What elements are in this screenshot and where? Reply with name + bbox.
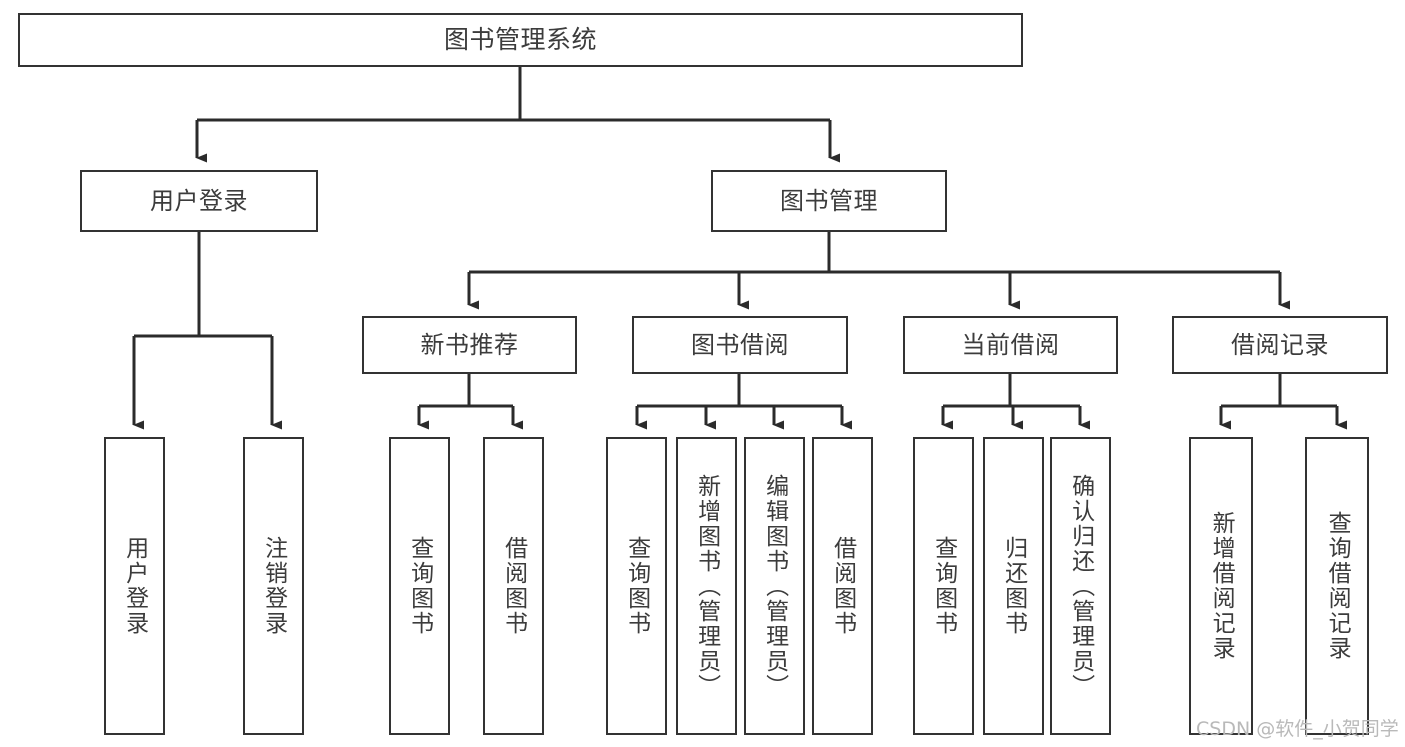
node-book-borrow[interactable]: 图书借阅	[632, 316, 848, 374]
node-label: 查询借阅记录	[1324, 511, 1351, 661]
node-new-book-recommend[interactable]: 新书推荐	[362, 316, 577, 374]
node-label: 图书借阅	[691, 330, 789, 359]
node-label: 借阅记录	[1231, 330, 1329, 359]
node-leaf-confirm-return[interactable]: 确认归还（管理员）	[1050, 437, 1111, 735]
node-leaf-query-book-3[interactable]: 查询图书	[913, 437, 974, 735]
node-label: 图书管理系统	[443, 25, 597, 55]
node-label: 用户登录	[121, 536, 148, 636]
node-label: 新增图书（管理员）	[693, 473, 720, 699]
node-leaf-add-record[interactable]: 新增借阅记录	[1189, 437, 1253, 735]
watermark-text: CSDN @软件_小贺同学	[1196, 718, 1399, 740]
node-label: 借阅图书	[500, 536, 527, 636]
node-label: 借阅图书	[829, 536, 856, 636]
node-label: 编辑图书（管理员）	[761, 473, 788, 699]
node-leaf-borrow-book-1[interactable]: 借阅图书	[483, 437, 544, 735]
node-leaf-user-login[interactable]: 用户登录	[104, 437, 165, 735]
node-label: 确认归还（管理员）	[1067, 473, 1094, 699]
node-user-login[interactable]: 用户登录	[80, 170, 318, 232]
node-leaf-borrow-book-2[interactable]: 借阅图书	[812, 437, 873, 735]
node-label: 归还图书	[1000, 536, 1027, 636]
node-leaf-query-record[interactable]: 查询借阅记录	[1305, 437, 1369, 735]
node-label: 当前借阅	[961, 330, 1060, 359]
node-leaf-query-book-1[interactable]: 查询图书	[389, 437, 450, 735]
node-leaf-logout[interactable]: 注销登录	[243, 437, 304, 735]
node-label: 查询图书	[406, 536, 433, 636]
node-leaf-edit-book[interactable]: 编辑图书（管理员）	[744, 437, 805, 735]
node-label: 新增借阅记录	[1208, 511, 1235, 661]
node-label: 注销登录	[260, 536, 287, 636]
node-borrow-record[interactable]: 借阅记录	[1172, 316, 1388, 374]
node-leaf-query-book-2[interactable]: 查询图书	[606, 437, 667, 735]
node-label: 图书管理	[780, 186, 878, 215]
node-label: 查询图书	[623, 536, 650, 636]
node-leaf-return-book[interactable]: 归还图书	[983, 437, 1044, 735]
node-current-borrow[interactable]: 当前借阅	[903, 316, 1118, 374]
node-label: 查询图书	[930, 536, 957, 636]
node-root-system[interactable]: 图书管理系统	[18, 13, 1023, 67]
node-book-management[interactable]: 图书管理	[711, 170, 947, 232]
node-leaf-add-book[interactable]: 新增图书（管理员）	[676, 437, 737, 735]
node-label: 用户登录	[150, 186, 248, 215]
node-label: 新书推荐	[420, 330, 519, 359]
